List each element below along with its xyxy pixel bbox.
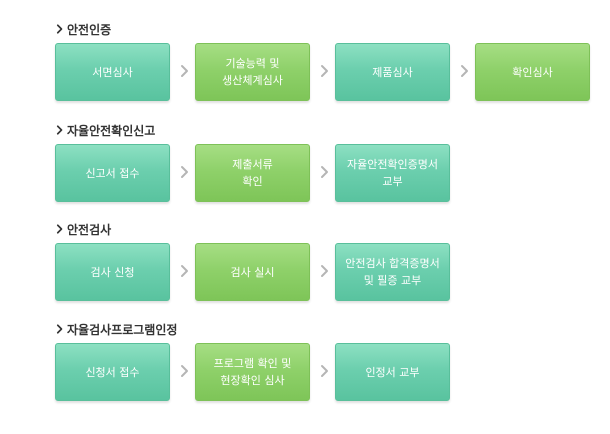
chevron-right-icon <box>180 164 190 180</box>
step-box: 신고서 접수 <box>55 144 170 202</box>
chevron-right-icon <box>56 323 67 340</box>
chevron-right-icon <box>180 363 190 379</box>
chevron-right-icon <box>320 363 330 379</box>
step-box: 안전검사 합격증명서 및 필증 교부 <box>335 243 450 301</box>
step-box: 제출서류 확인 <box>195 144 310 202</box>
chevron-right-icon <box>56 223 67 240</box>
step-box: 자율안전확인증명서 교부 <box>335 144 450 202</box>
step-box: 제품심사 <box>335 43 450 101</box>
step-box: 인정서 교부 <box>335 343 450 401</box>
step-box: 프로그램 확인 및 현장확인 심사 <box>195 343 310 401</box>
section-title-text: 자율검사프로그램인정 <box>67 323 178 337</box>
chevron-right-icon <box>56 23 67 40</box>
chevron-right-icon <box>180 63 190 79</box>
chevron-right-icon <box>56 124 67 141</box>
step-box: 신청서 접수 <box>55 343 170 401</box>
section-title-text: 안전인증 <box>67 23 112 37</box>
section-title: 안전검사 <box>56 222 111 238</box>
section-title: 자율안전확인신고 <box>56 123 155 139</box>
step-box: 검사 신청 <box>55 243 170 301</box>
step-box: 기술능력 및 생산체계심사 <box>195 43 310 101</box>
chevron-right-icon <box>460 63 470 79</box>
section-title-text: 안전검사 <box>67 223 112 237</box>
section-title-text: 자율안전확인신고 <box>67 124 156 138</box>
chevron-right-icon <box>320 164 330 180</box>
step-box: 확인심사 <box>475 43 590 101</box>
section-title: 안전인증 <box>56 22 111 38</box>
chevron-right-icon <box>180 263 190 279</box>
section-title: 자율검사프로그램인정 <box>56 322 177 338</box>
chevron-right-icon <box>320 63 330 79</box>
step-box: 서면심사 <box>55 43 170 101</box>
step-box: 검사 실시 <box>195 243 310 301</box>
chevron-right-icon <box>320 263 330 279</box>
